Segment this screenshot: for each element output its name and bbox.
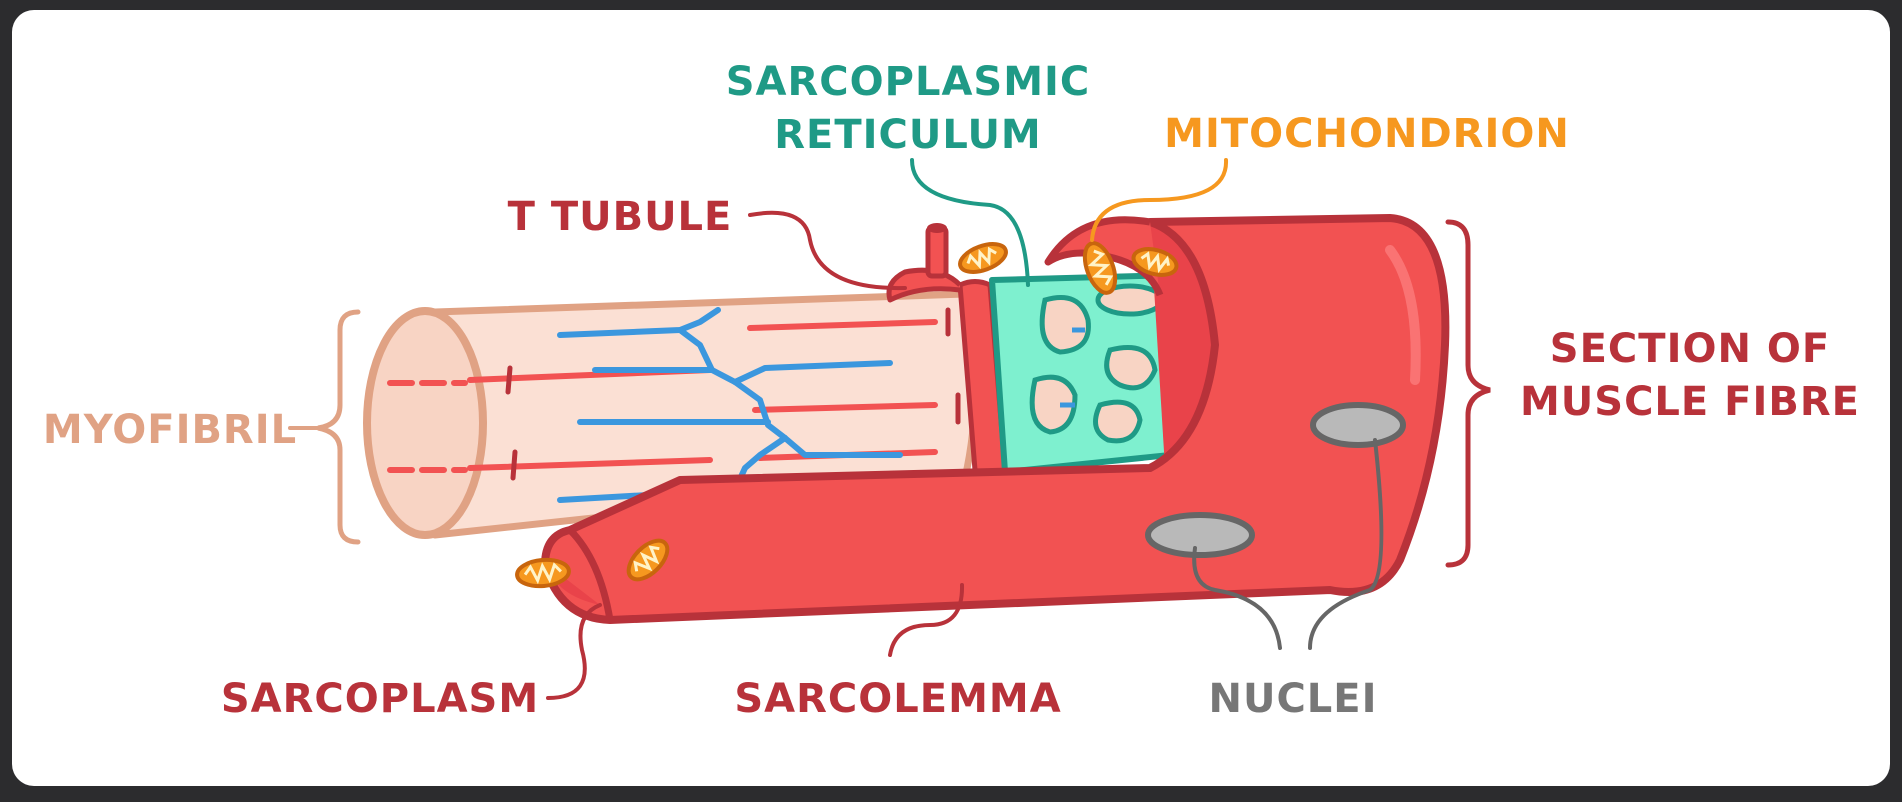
reticulum-leader bbox=[910, 158, 1030, 287]
brace-icon bbox=[317, 309, 361, 545]
nuclei bbox=[1145, 402, 1406, 558]
label-t-tubule: T TUBULE bbox=[508, 194, 733, 240]
label-sarcolemma: SARCOLEMMA bbox=[734, 676, 1061, 722]
label-sarcoplasmic-reticulum-line1: SARCOPLASMIC bbox=[726, 59, 1091, 105]
label-nuclei: NUCLEI bbox=[1208, 676, 1377, 722]
sarcolemma-leader bbox=[888, 583, 965, 657]
nucleus-icon bbox=[1145, 512, 1255, 558]
myofilaments bbox=[387, 319, 938, 473]
sarcoplasm-leader bbox=[546, 603, 602, 700]
label-muscle-fibre: MUSCLE FIBRE bbox=[1520, 379, 1860, 425]
label-myofibril: MYOFIBRIL bbox=[43, 407, 297, 453]
nucleus-icon bbox=[1310, 402, 1406, 448]
sarcoplasmic-reticulum bbox=[989, 272, 1192, 475]
label-sarcoplasmic-reticulum-line2: RETICULUM bbox=[774, 112, 1041, 158]
mitochondrion-icon bbox=[1082, 241, 1118, 295]
label-section-of: SECTION OF bbox=[1550, 326, 1830, 372]
mitochondrion-icon bbox=[958, 242, 1008, 274]
label-mitochondrion: MITOCHONDRION bbox=[1164, 111, 1570, 157]
mitochondrion-icon bbox=[515, 557, 571, 589]
nuclei-leader-right bbox=[1308, 438, 1384, 650]
nuclei-leader-left bbox=[1192, 546, 1282, 650]
mitochondria bbox=[515, 241, 1179, 589]
label-sarcoplasm: SARCOPLASM bbox=[221, 676, 539, 722]
t-tubule-leader bbox=[748, 210, 907, 291]
mitochondrion-icon bbox=[626, 538, 670, 582]
mitochondrion-leader bbox=[1090, 158, 1229, 242]
mitochondrion-icon bbox=[1131, 247, 1179, 277]
brace-icon bbox=[1445, 219, 1491, 568]
